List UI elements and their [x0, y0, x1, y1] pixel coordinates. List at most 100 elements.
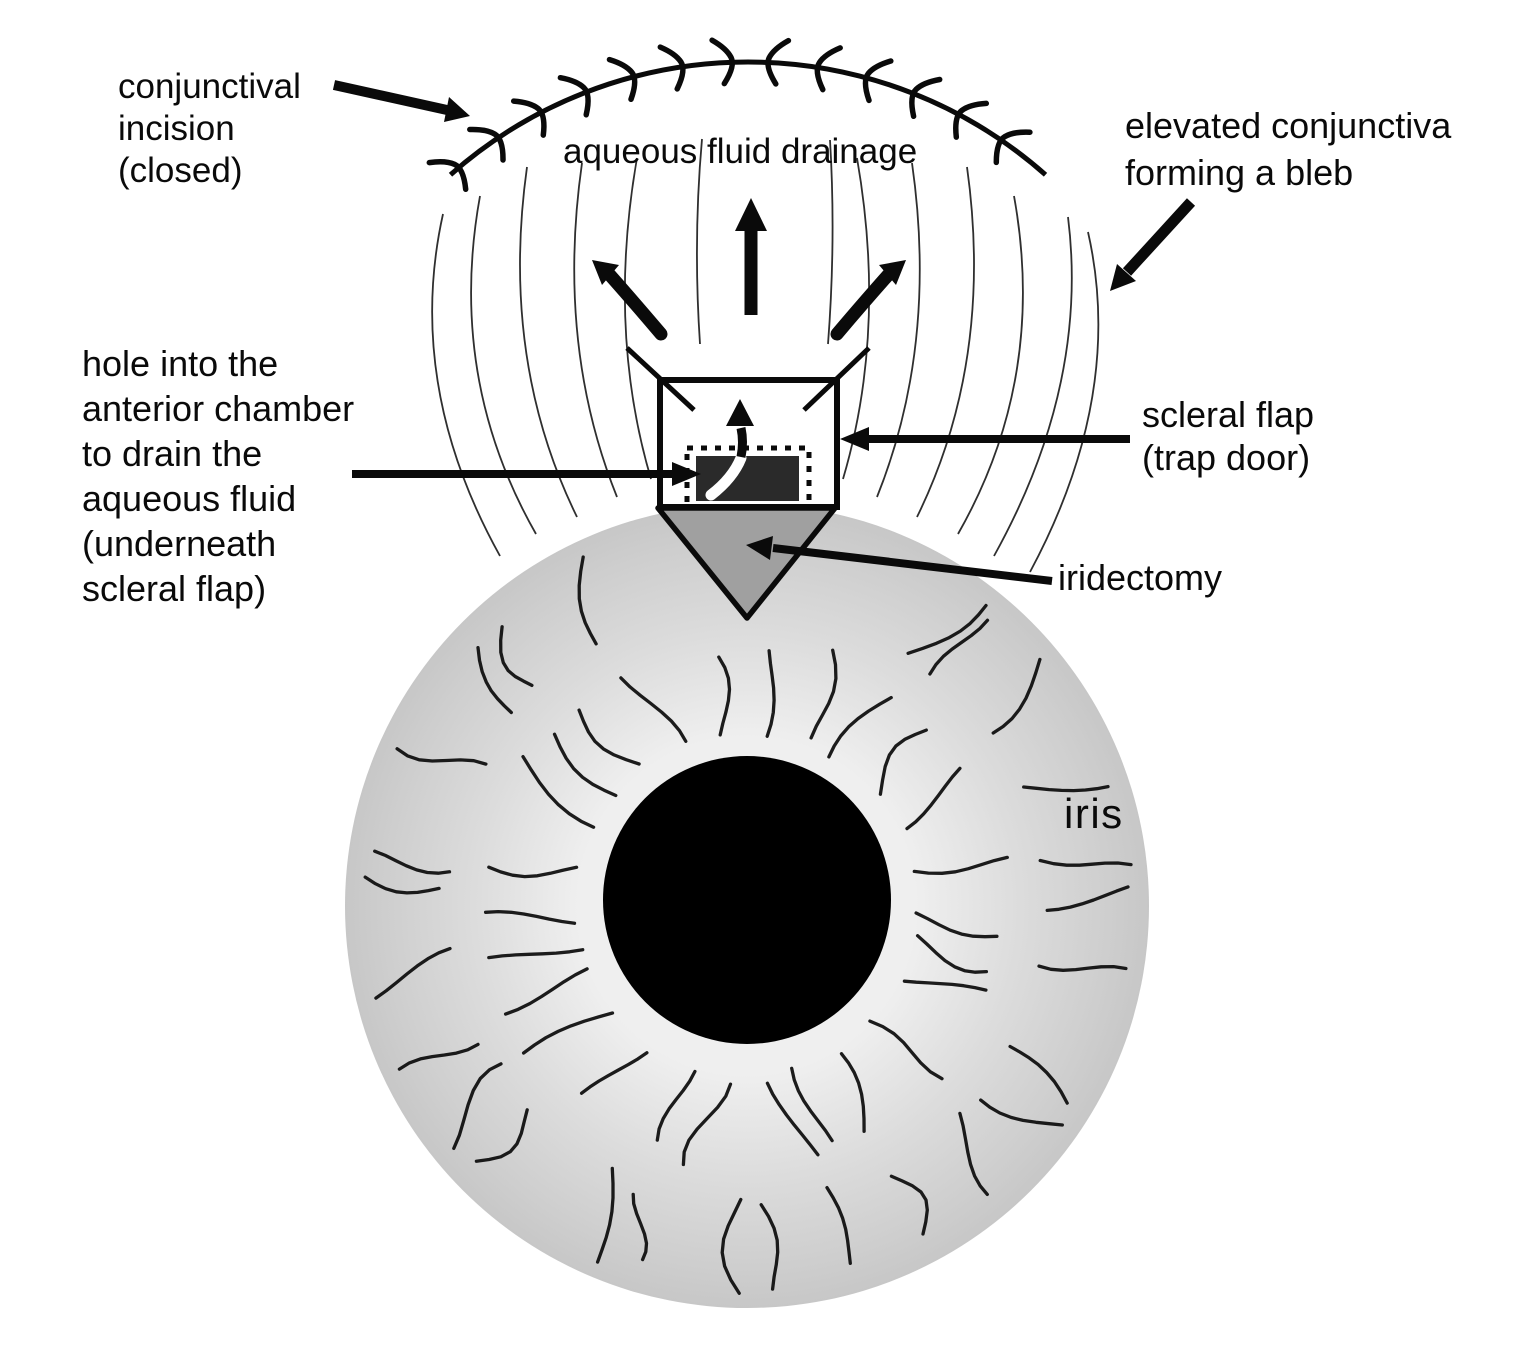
flap-corner-line-left — [625, 346, 696, 412]
iris-squiggle — [655, 1069, 697, 1142]
hole-flow-arrow-tail — [705, 452, 747, 501]
suture-stitches — [426, 37, 1033, 193]
iris-squiggle — [809, 648, 838, 740]
label-aqueous-fluid-drainage: aqueous fluid drainage — [563, 132, 917, 171]
suture-stitch — [765, 37, 792, 87]
drainage-arrow-right-shaft — [830, 267, 896, 341]
annotations: conjunctival incision (closed) aqueous f… — [82, 67, 1452, 837]
bleb-arc — [957, 195, 1024, 535]
iris-squiggle — [577, 708, 641, 766]
suture-stitch — [993, 129, 1033, 166]
iris-squiggle — [1038, 858, 1133, 867]
bleb-pointer-head — [1110, 264, 1136, 291]
iris-squiggle — [1037, 964, 1128, 972]
bleb-arc — [696, 138, 703, 345]
iris-squiggle — [395, 747, 488, 766]
iridectomy-pointer — [772, 544, 1053, 585]
iris-squiggle — [577, 555, 598, 646]
iris-squiggle — [905, 766, 962, 831]
iris-squiggle — [827, 695, 893, 759]
suture-arc — [448, 59, 1048, 177]
annotation-arrows — [332, 80, 1196, 585]
label-iridectomy: iridectomy — [1058, 557, 1222, 598]
bleb-arc — [993, 216, 1073, 557]
label-elevated-conjunctiva: elevated conjunctiva — [1125, 105, 1452, 146]
label-elevated-conjunctiva: forming a bleb — [1125, 152, 1353, 193]
iris-squiggle — [765, 1081, 820, 1157]
iris-squiggle — [503, 967, 589, 1016]
iris-squiggle — [499, 625, 534, 688]
iris-squiggle — [579, 1051, 649, 1095]
suture-stitch — [709, 37, 736, 87]
suture-stitch — [862, 58, 894, 104]
bleb-arc — [431, 213, 501, 557]
iris-squiggle — [363, 875, 441, 895]
label-hole-into-chamber: scleral flap) — [82, 568, 266, 609]
iris-squiggle — [521, 754, 596, 829]
iridectomy-pointer-head — [746, 536, 773, 560]
bleb-arc — [519, 166, 578, 518]
iris-squiggle — [717, 655, 732, 737]
iris-squiggle — [374, 946, 452, 1000]
iris-squiggle — [373, 849, 452, 875]
iris-squiggle — [487, 865, 579, 879]
label-hole-into-chamber: to drain the — [82, 433, 262, 474]
bleb-arc — [916, 166, 975, 518]
bleb-arc — [470, 195, 537, 535]
drainage-arrow-left-shaft — [602, 267, 668, 341]
iris-squiggle — [825, 1185, 852, 1265]
iris-squiggle — [839, 1052, 866, 1133]
label-scleral-flap: (trap door) — [1142, 437, 1310, 478]
suture-stitch — [657, 44, 686, 92]
hole-flow-arrow-shaft — [736, 427, 747, 458]
bleb-arc — [623, 157, 652, 480]
iris-squiggle — [1008, 1044, 1069, 1105]
suture-stitch — [814, 45, 843, 93]
iris-squiggle — [912, 855, 1009, 875]
bleb-arcs — [431, 138, 1100, 573]
bleb-arc — [573, 162, 618, 498]
iris-squiggle — [452, 1062, 503, 1151]
label-hole-into-chamber: aqueous fluid — [82, 478, 296, 519]
drainage-arrows — [592, 198, 906, 341]
iris-squiggle — [487, 948, 585, 960]
bleb-arc — [827, 139, 834, 345]
suture-stitch — [426, 159, 469, 193]
suture-stitch — [606, 56, 638, 103]
label-hole-into-chamber: anterior chamber — [82, 388, 354, 429]
iris-squiggle — [765, 649, 776, 738]
iris-squiggle — [476, 646, 513, 715]
bleb-pointer — [1122, 198, 1196, 276]
iris-squiggle — [759, 1203, 780, 1291]
iris-squiggle — [928, 618, 990, 676]
suture-stitch — [510, 98, 547, 138]
iris-texture — [363, 555, 1133, 1295]
iris-squiggle — [979, 1098, 1064, 1127]
iris-squiggle — [878, 728, 928, 796]
bleb-arc — [876, 162, 921, 498]
suture-stitch — [909, 76, 943, 120]
iris-squiggle — [474, 1108, 529, 1163]
iris-squiggle — [397, 1042, 480, 1071]
drainage-arrow-left-head — [592, 260, 619, 285]
iris-squiggle — [889, 1174, 929, 1236]
suture-stitch — [557, 74, 591, 118]
bleb-arc — [1029, 231, 1100, 573]
label-hole-into-chamber: (underneath — [82, 523, 276, 564]
label-hole-into-chamber: hole into the — [82, 343, 278, 384]
hole-dotted-border — [684, 445, 812, 510]
iris-squiggle — [521, 1011, 615, 1055]
iris-squiggle — [681, 1082, 733, 1167]
iris-squiggle — [619, 676, 688, 743]
iris-squiggle — [1045, 885, 1130, 913]
flap-corner-line-right — [802, 346, 871, 412]
iris-squiggle — [595, 1166, 615, 1264]
label-scleral-flap: scleral flap — [1142, 394, 1314, 435]
iris-squiggle — [483, 909, 577, 925]
iris-squiggle — [720, 1197, 743, 1295]
conjunctival-incision-pointer — [332, 80, 449, 115]
label-conjunctival-incision: conjunctival — [118, 67, 301, 106]
label-conjunctival-incision: incision — [118, 109, 235, 148]
